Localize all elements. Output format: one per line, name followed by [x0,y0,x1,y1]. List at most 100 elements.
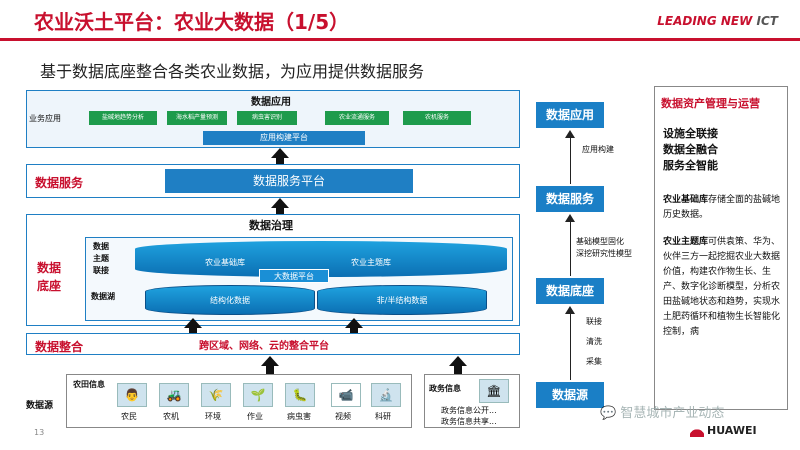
app-item: 病虫害识别 [237,111,297,125]
asset-base-bold: 农业基础库 [663,195,709,205]
connect-label: 主题 [93,254,109,263]
up-arrow-stem [189,327,197,335]
up-arrow-stem [276,208,284,216]
up-arrow-stem [454,366,462,374]
chain-arrow-icon [565,214,575,222]
brand-tagline-suffix: ICT [752,14,778,28]
integration-layer: 数据整合 跨区域、网络、云的整合平台 [26,333,520,355]
chain-line [570,138,571,184]
title-rule [0,38,800,41]
service-layer: 数据服务 数据服务平台 [26,164,520,198]
connect-label: 数据 [93,242,109,251]
chain-step-base: 数据底座 [536,278,604,304]
asset-point: 服务全智能 [663,159,718,172]
slide-title: 农业沃土平台：农业大数据（1/5） [34,10,350,34]
asset-panel-title: 数据资产管理与运营 [661,97,760,110]
app-build-platform: 应用构建平台 [203,131,365,145]
tractor-icon: 🚜 [159,383,189,407]
pest-icon: 🐛 [285,383,315,407]
chain-arrow-icon [565,130,575,138]
up-arrow-icon [261,356,279,366]
page-number: 13 [34,428,45,437]
up-arrow-stem [276,158,284,166]
base-library-label: 农业基础库 [205,258,245,267]
farm-info-box: 农田信息 👨 农民 🚜 农机 🌾 环境 🌱 作业 🐛 病虫害 📹 视频 🔬 科研 [66,374,412,428]
slide-subtitle: 基于数据底座整合各类农业数据，为应用提供数据服务 [40,62,425,81]
unstructured-data-cylinder: 非/半结构数据 [317,285,487,315]
unstructured-data-label: 非/半结构数据 [376,296,428,305]
farmer-icon: 👨 [117,383,147,407]
asset-topic-bold: 农业主题库 [663,237,709,247]
service-layer-label: 数据服务 [35,176,84,190]
gov-info-title: 政务信息 [429,384,461,393]
chain-step-service: 数据服务 [536,186,604,212]
government-building-icon: 🏛 [479,379,509,403]
structured-data-label: 结构化数据 [210,296,250,305]
brand-tagline-main: LEADING NEW [657,14,753,28]
brand-tagline: LEADING NEW ICT [657,14,778,28]
asset-point: 设施全联接 [663,127,718,140]
app-item: 海水稻产量预测 [167,111,227,125]
farm-item: 环境 [205,412,221,421]
farm-item: 农民 [121,412,137,421]
wechat-icon: 💬 [600,406,617,421]
huawei-logo: HUAWEI [690,424,757,437]
data-service-platform: 数据服务平台 [165,169,413,193]
farm-item: 视频 [335,412,351,421]
asset-base-text: 存储全面的盐碱地历史数据。 [663,195,781,220]
camera-icon: 📹 [331,383,361,407]
up-arrow-icon [271,198,289,208]
structured-data-cylinder: 结构化数据 [145,285,315,315]
up-arrow-icon [449,356,467,366]
up-arrow-icon [184,318,202,328]
asset-panel: 数据资产管理与运营 设施全联接 数据全融合 服务全智能 农业基础库存储全面的盐碱… [654,86,788,410]
chain-arrow-icon [565,306,575,314]
up-arrow-stem [266,366,274,374]
field-work-icon: 🌱 [243,383,273,407]
chain-note-bottom: 联接 [586,317,602,326]
app-item: 盐碱地趋势分析 [89,111,157,125]
bigdata-platform: 大数据平台 [259,269,329,283]
gov-info-box: 政务信息 🏛 政务信息公开... 政务信息共享... [424,374,520,428]
governance-layer: 数据治理 数据 底座 数据 主题 联接 数据湖 农业基础库 农业主题库 大数据平… [26,214,520,326]
huawei-logo-text: HUAWEI [707,424,757,437]
asset-topic-desc: 农业主题库可供袁策、华为、伙伴三方一起挖掘农业大数据价值，构建农作物生长、生产、… [663,235,785,340]
asset-topic-text: 可供袁策、华为、伙伴三方一起挖掘农业大数据价值，构建农作物生长、生产、数字化诊断… [663,237,781,337]
chain-note-mid1: 基础模型固化 [576,237,624,246]
asset-base-desc: 农业基础库存储全面的盐碱地历史数据。 [663,193,785,223]
connect-label: 联接 [93,266,109,275]
watermark-text: 智慧城市产业动态 [620,406,725,421]
chain-note-mid2: 深挖研究性模型 [576,249,632,258]
data-lake-label: 数据湖 [91,292,115,301]
farm-item: 农机 [163,412,179,421]
chain-note-bottom: 清洗 [586,337,602,346]
farm-item: 作业 [247,412,263,421]
gov-item: 政务信息公开... [441,406,497,415]
chain-step-app: 数据应用 [536,102,604,128]
app-layer-side-label: 业务应用 [29,114,61,123]
up-arrow-icon [345,318,363,328]
chain-note-top: 应用构建 [582,145,614,154]
integration-platform: 跨区域、网络、云的整合平台 [199,341,329,352]
gov-item: 政务信息共享... [441,417,497,426]
app-item: 农业流通服务 [325,111,389,125]
topic-library-label: 农业主题库 [351,258,391,267]
chain-note-bottom: 采集 [586,357,602,366]
base-label-line1: 数据 [37,261,62,275]
chain-step-source: 数据源 [536,382,604,408]
up-arrow-stem [350,327,358,335]
up-arrow-icon [271,148,289,158]
farm-item: 科研 [375,412,391,421]
chain-line [570,314,571,380]
farm-info-title: 农田信息 [73,380,105,389]
watermark: 💬 智慧城市产业动态 [600,402,724,421]
app-layer-title: 数据应用 [251,97,291,108]
app-item: 农机服务 [403,111,471,125]
governance-title: 数据治理 [249,219,293,232]
app-layer: 数据应用 业务应用 盐碱地趋势分析 海水稻产量预测 病虫害识别 农业流通服务 农… [26,90,520,148]
base-label-line2: 底座 [37,279,62,293]
asset-point: 数据全融合 [663,143,718,156]
farm-item: 病虫害 [287,412,311,421]
sources-label: 数据源 [26,401,54,411]
research-icon: 🔬 [371,383,401,407]
